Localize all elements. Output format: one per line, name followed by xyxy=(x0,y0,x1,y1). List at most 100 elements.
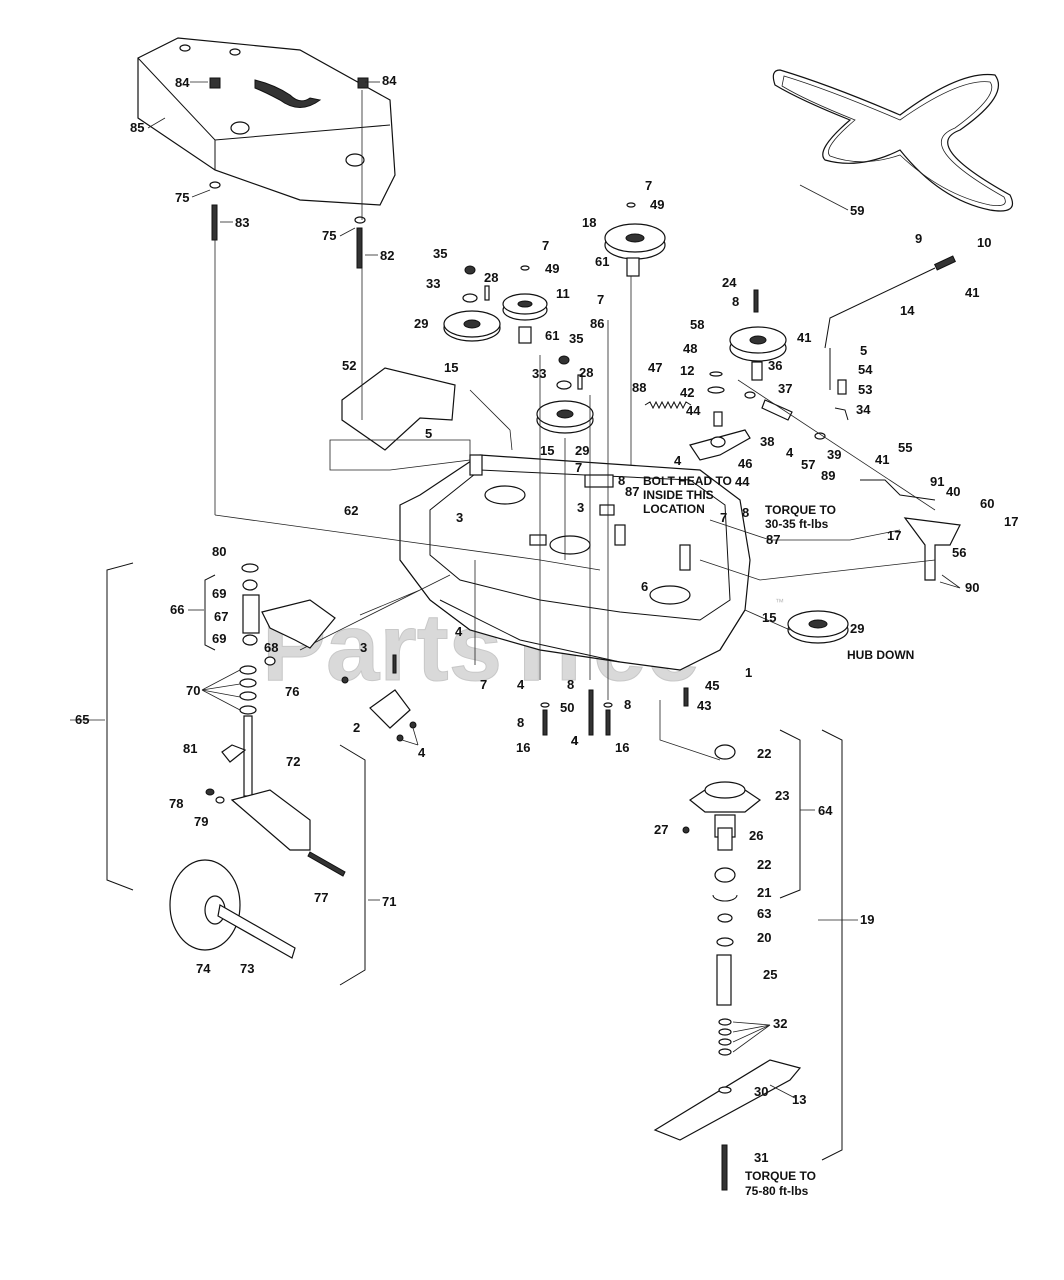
deflector-52 xyxy=(329,367,471,471)
label-81: 81 xyxy=(183,741,197,756)
label-22: 22 xyxy=(757,746,771,761)
label-8: 8 xyxy=(567,677,574,692)
label-66: 66 xyxy=(170,602,184,617)
pulley-18 xyxy=(604,202,666,540)
clip-84 xyxy=(209,77,369,220)
watermark-trademark: ™ xyxy=(775,597,784,607)
bracket-2 xyxy=(341,654,417,742)
label-26: 26 xyxy=(749,828,763,843)
label-68: 68 xyxy=(264,640,278,655)
label-4: 4 xyxy=(455,624,463,639)
label-84: 84 xyxy=(175,75,190,90)
bolt-head-note-line-2: INSIDE THIS xyxy=(643,488,714,502)
label-46: 46 xyxy=(738,456,752,471)
label-69: 69 xyxy=(212,631,226,646)
label-80: 80 xyxy=(212,544,226,559)
label-60: 60 xyxy=(980,496,994,511)
label-30: 30 xyxy=(754,1084,768,1099)
pulley-29-left xyxy=(443,265,501,342)
label-16: 16 xyxy=(615,740,629,755)
label-41: 41 xyxy=(965,285,979,300)
label-38: 38 xyxy=(760,434,774,449)
label-5: 5 xyxy=(425,426,432,441)
cable-14 xyxy=(824,255,956,421)
label-13: 13 xyxy=(792,1092,806,1107)
label-32: 32 xyxy=(773,1016,787,1031)
label-56: 56 xyxy=(952,545,966,560)
label-70: 70 xyxy=(186,683,200,698)
label-15: 15 xyxy=(762,610,776,625)
label-27: 27 xyxy=(654,822,668,837)
label-12: 12 xyxy=(680,363,694,378)
label-33: 33 xyxy=(532,366,546,381)
label-9: 9 xyxy=(915,231,922,246)
label-7: 7 xyxy=(597,292,604,307)
torque-75-note-line-2: 75-80 ft-lbs xyxy=(745,1184,809,1198)
label-15: 15 xyxy=(540,443,554,458)
label-7: 7 xyxy=(480,677,487,692)
spindle-assembly xyxy=(653,744,802,1191)
label-18: 18 xyxy=(582,215,596,230)
label-7: 7 xyxy=(542,238,549,253)
label-20: 20 xyxy=(757,930,771,945)
caster-assembly xyxy=(169,563,346,959)
label-15: 15 xyxy=(444,360,458,375)
torque-30-note-line-2: 30-35 ft-lbs xyxy=(765,517,829,531)
label-7: 7 xyxy=(645,178,652,193)
label-43: 43 xyxy=(697,698,711,713)
rod-55 xyxy=(860,479,961,581)
spring-88 xyxy=(644,400,692,410)
label-65: 65 xyxy=(75,712,89,727)
label-23: 23 xyxy=(775,788,789,803)
label-4: 4 xyxy=(571,733,579,748)
bolt-83 xyxy=(209,181,221,480)
label-37: 37 xyxy=(778,381,792,396)
label-42: 42 xyxy=(680,385,694,400)
label-45: 45 xyxy=(705,678,719,693)
label-8: 8 xyxy=(742,505,749,520)
torque-75-note-line-1: TORQUE TO xyxy=(745,1169,816,1183)
label-49: 49 xyxy=(545,261,559,276)
label-8: 8 xyxy=(732,294,739,309)
label-41: 41 xyxy=(875,452,889,467)
label-54: 54 xyxy=(858,362,873,377)
label-85: 85 xyxy=(130,120,144,135)
label-7: 7 xyxy=(575,460,582,475)
label-44: 44 xyxy=(686,403,701,418)
label-82: 82 xyxy=(380,248,394,263)
label-61: 61 xyxy=(545,328,559,343)
pulley-29-center xyxy=(536,355,594,434)
label-64: 64 xyxy=(818,803,833,818)
label-39: 39 xyxy=(827,447,841,462)
label-7: 7 xyxy=(720,510,727,525)
drive-belt xyxy=(772,69,1014,212)
label-58: 58 xyxy=(690,317,704,332)
pulley-29-hub-down xyxy=(787,610,849,644)
label-57: 57 xyxy=(801,457,815,472)
label-leaders xyxy=(70,81,961,1099)
label-34: 34 xyxy=(856,402,871,417)
label-16: 16 xyxy=(516,740,530,755)
label-79: 79 xyxy=(194,814,208,829)
label-73: 73 xyxy=(240,961,254,976)
label-4: 4 xyxy=(418,745,426,760)
deck-bolts xyxy=(540,687,689,736)
label-87: 87 xyxy=(766,532,780,547)
label-67: 67 xyxy=(214,609,228,624)
label-25: 25 xyxy=(763,967,777,982)
callout-labels: 84 84 85 75 83 75 82 7 49 18 61 35 7 49 … xyxy=(75,73,1018,1165)
label-8: 8 xyxy=(517,715,524,730)
label-8: 8 xyxy=(624,697,631,712)
label-4: 4 xyxy=(674,453,682,468)
label-29: 29 xyxy=(575,443,589,458)
label-3: 3 xyxy=(360,640,367,655)
label-75: 75 xyxy=(322,228,336,243)
label-76: 76 xyxy=(285,684,299,699)
label-5: 5 xyxy=(860,343,867,358)
label-11: 11 xyxy=(556,286,570,301)
group-brackets xyxy=(106,562,843,1161)
label-72: 72 xyxy=(286,754,300,769)
label-28: 28 xyxy=(579,365,593,380)
label-6: 6 xyxy=(641,579,648,594)
label-75: 75 xyxy=(175,190,189,205)
